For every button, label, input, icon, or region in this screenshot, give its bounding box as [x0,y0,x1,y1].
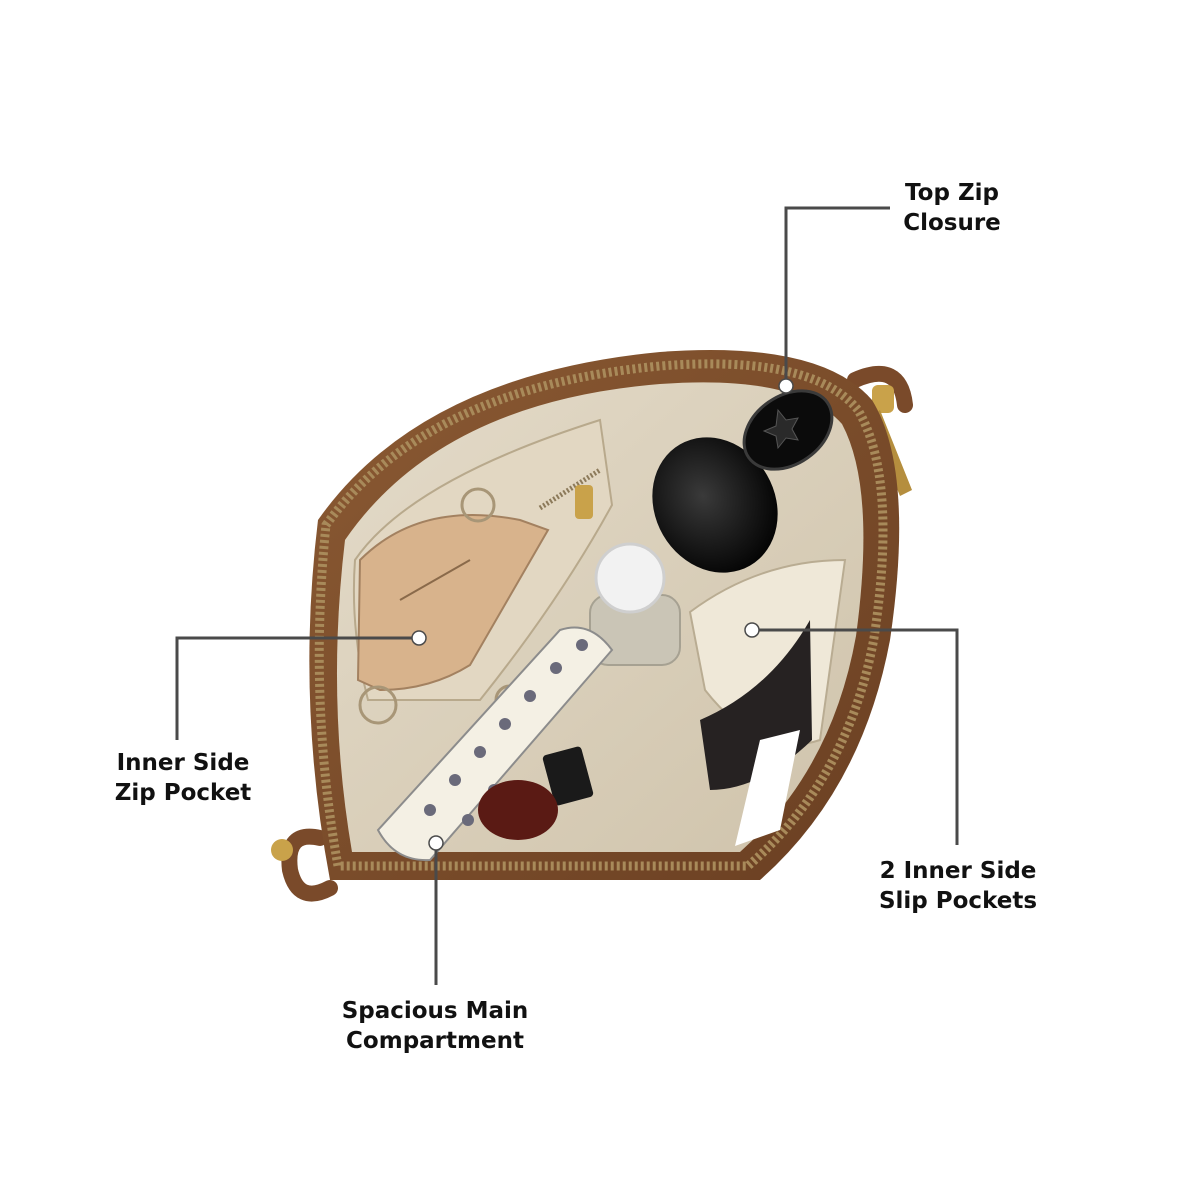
inner-zip-pocket [352,418,614,701]
callout-dot-slip [744,622,760,638]
lining-white-flap [735,730,800,846]
callout-inner-side-zip-pocket: Inner Side Zip Pocket [90,748,276,808]
callout-main-line1: Spacious Main [341,998,529,1024]
lipstick [478,746,594,840]
callout-dot-inner-zip [411,630,427,646]
perfume-bottle [589,542,681,666]
callout-dot-top-zip [778,378,794,394]
black-bottle [652,389,834,573]
callout-spacious-main-compartment: Spacious Main Compartment [330,996,540,1056]
callout-main-line2: Compartment [346,1028,524,1054]
callout-line-slip [752,628,959,845]
strap-connector-left [271,828,338,902]
callout-top-zip-line2: Closure [903,210,1001,236]
callout-line-inner-zip [175,636,419,740]
callout-slip-line1: 2 Inner Side [879,858,1037,884]
zipper-track [314,359,888,871]
callout-lines [175,206,959,985]
callout-inner-zip-line1: Inner Side [116,750,250,776]
callout-top-zip-closure: Top Zip Closure [872,178,1032,238]
callout-dot-main [428,835,444,851]
callout-dots [411,378,794,851]
callout-top-zip-line1: Top Zip [905,180,999,206]
callout-slip-line2: Slip Pockets [878,888,1038,914]
callout-inner-side-slip-pockets: 2 Inner Side Slip Pockets [856,856,1060,916]
callout-line-top-zip [784,206,890,385]
callout-inner-zip-line2: Zip Pocket [114,780,252,806]
